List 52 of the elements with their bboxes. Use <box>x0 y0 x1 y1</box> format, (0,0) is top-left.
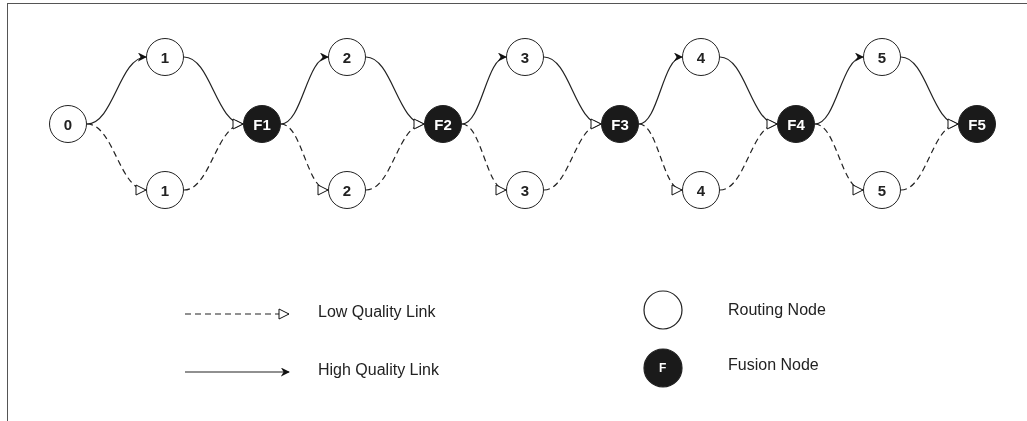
legend-text: High Quality Link <box>318 361 439 379</box>
legend-text: Fusion Node <box>728 356 819 374</box>
arrow <box>543 120 602 191</box>
arrow <box>365 120 425 191</box>
fusion-node <box>424 105 462 143</box>
node-label: 3 <box>520 48 530 66</box>
routing-node <box>506 171 544 209</box>
routing-node <box>506 38 544 76</box>
routing-node <box>146 38 184 76</box>
node-label: F5 <box>968 115 986 133</box>
legend-text: Routing Node <box>728 301 826 319</box>
fusion-node <box>243 105 281 143</box>
node-label: 5 <box>877 48 887 66</box>
routing-node <box>863 171 901 209</box>
node-label: 0 <box>63 115 73 133</box>
fusion-node <box>601 105 639 143</box>
fusion-node <box>958 105 996 143</box>
node-label: 5 <box>877 181 887 199</box>
routing-node <box>328 38 366 76</box>
arrow <box>814 123 864 193</box>
node-label: F4 <box>787 115 805 133</box>
arrow <box>461 123 507 193</box>
routing-node <box>682 171 720 209</box>
arrow <box>719 120 778 191</box>
routing-node <box>682 38 720 76</box>
arrow <box>638 54 683 125</box>
node-label: F1 <box>253 115 271 133</box>
routing-node <box>146 171 184 209</box>
arrow <box>86 123 147 194</box>
arrow <box>900 120 959 191</box>
routing-node <box>328 171 366 209</box>
routing-node <box>863 38 901 76</box>
node-label: F3 <box>611 115 629 133</box>
arrow <box>280 123 329 193</box>
arrow <box>461 54 507 125</box>
fusion-node <box>777 105 815 143</box>
node-label: 4 <box>696 48 706 66</box>
arrow <box>814 54 864 125</box>
symbol-letter: F <box>659 360 667 376</box>
node-label: 3 <box>520 181 530 199</box>
node-label: 4 <box>696 181 706 199</box>
node-label: 1 <box>160 48 170 66</box>
arrow <box>86 54 147 125</box>
arrow <box>638 123 683 193</box>
routing-node <box>49 105 87 143</box>
legend-text: Low Quality Link <box>318 303 436 321</box>
node-label: 2 <box>342 48 352 66</box>
node-label: 2 <box>342 181 352 199</box>
node-label: 1 <box>160 181 170 199</box>
arrow <box>183 120 244 191</box>
node-label: F2 <box>434 115 452 133</box>
arrow <box>280 54 329 125</box>
